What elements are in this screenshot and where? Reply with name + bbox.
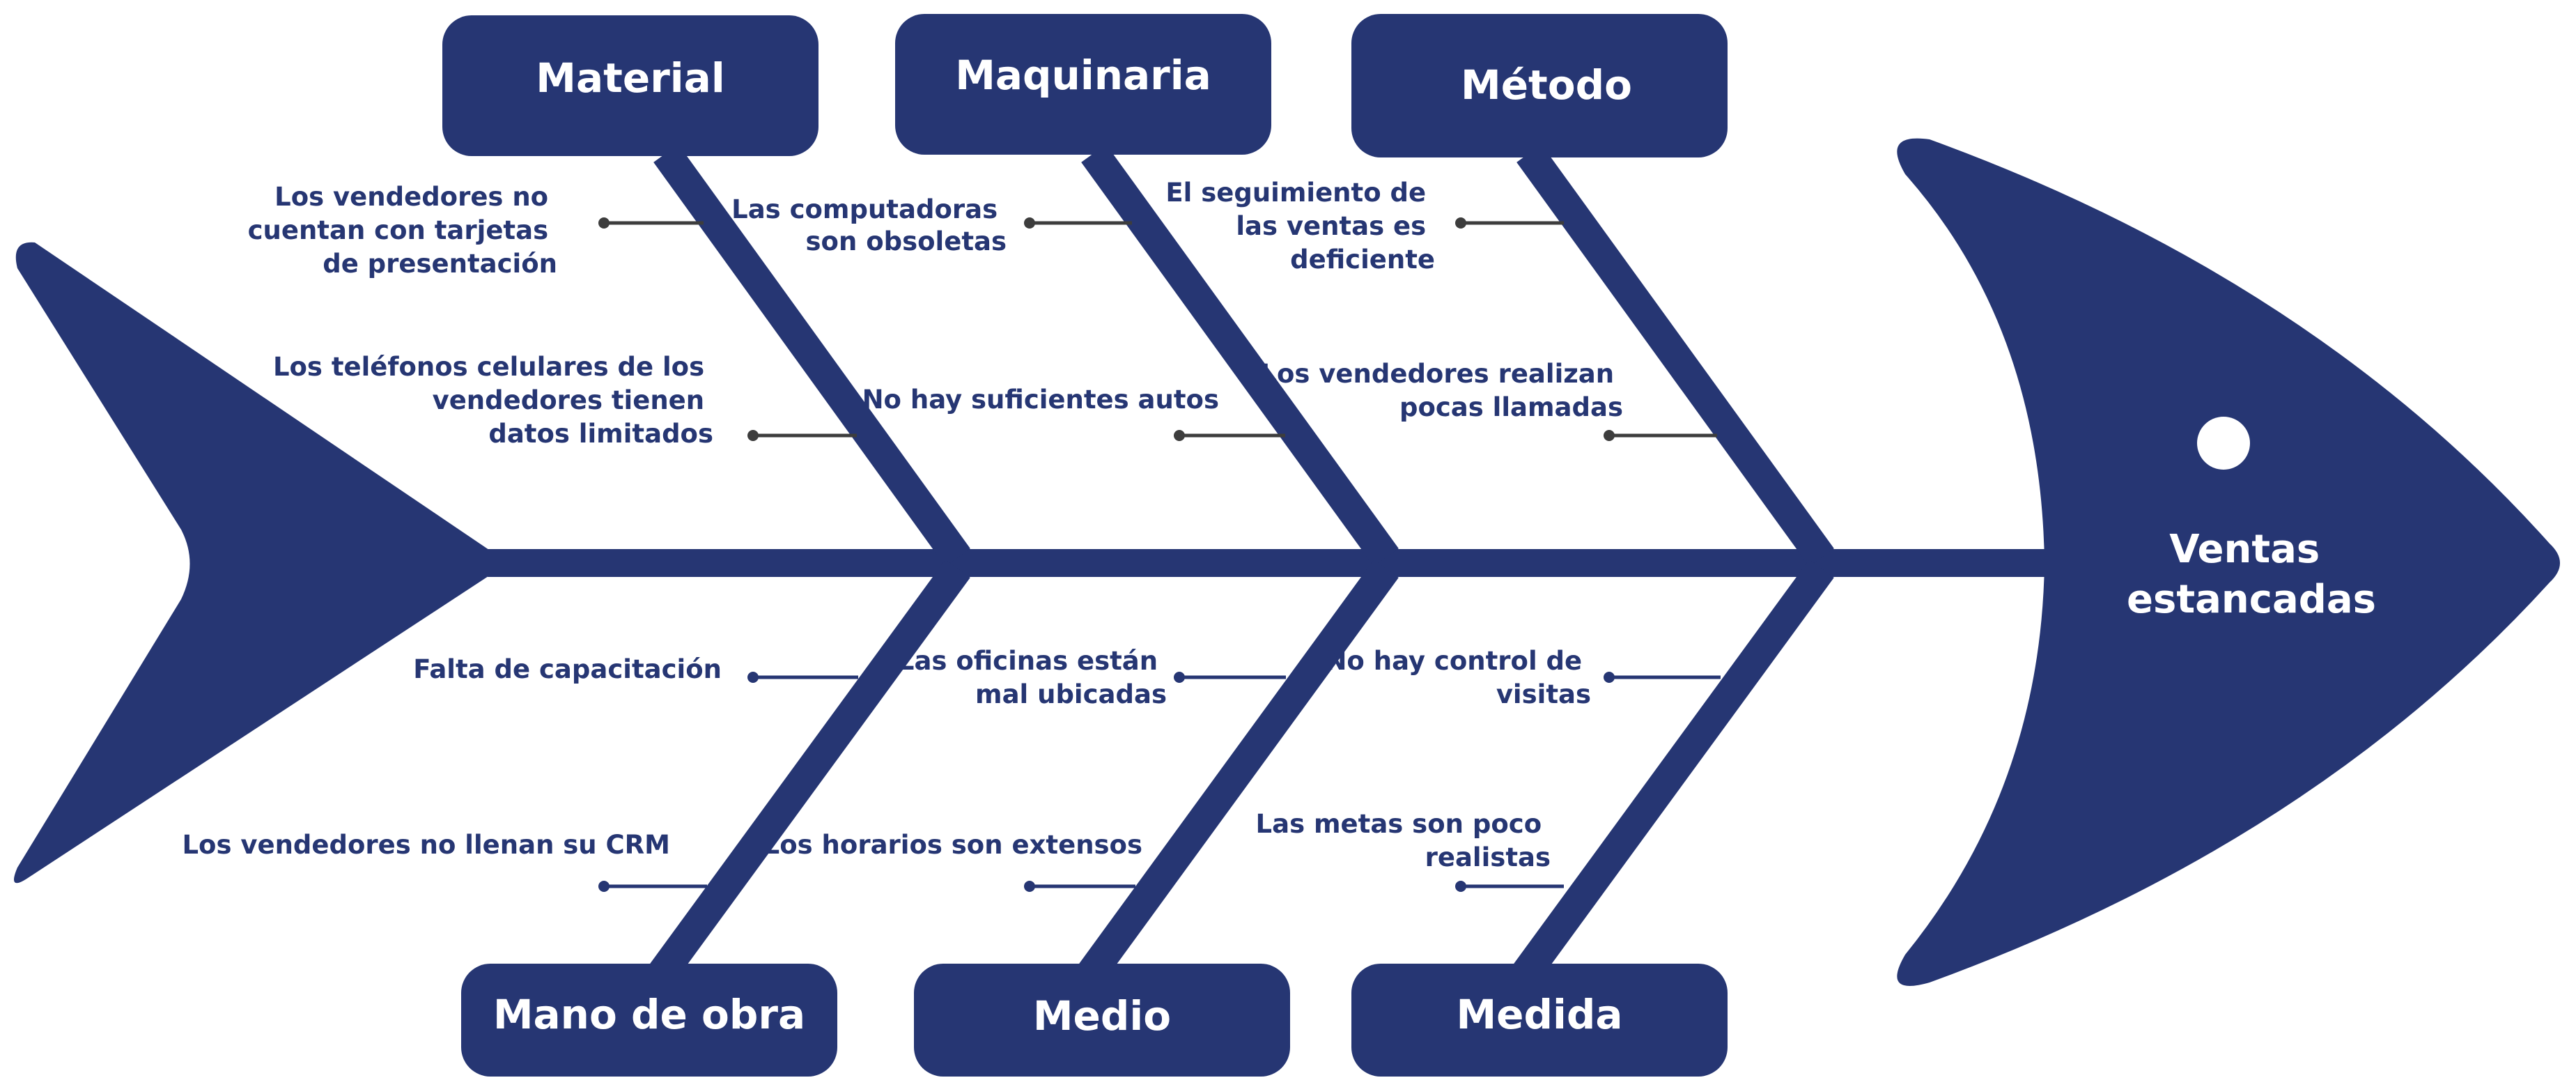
effect-line-2: estancadas (2127, 577, 2376, 622)
cause-medida-2: Las metas son poco realistas (1256, 809, 1551, 872)
bone-material (653, 144, 970, 566)
cause-labels: Los vendedores no cuentan con tarjetas d… (182, 178, 1623, 872)
cause-metodo-1: El seguimiento de las ventas es deficien… (1165, 178, 1435, 275)
cause-material-1: Los vendedores no cuentan con tarjetas d… (248, 182, 557, 279)
cause-mano-1: Falta de capacitación (413, 654, 722, 684)
bone-maquinaria (1081, 144, 1399, 566)
category-medida: Medida (1351, 964, 1728, 1077)
connector-dot (1455, 217, 1466, 229)
connector-dot (1174, 430, 1185, 441)
effect-title: Ventas estancadas (2127, 527, 2376, 622)
cause-connectors (598, 217, 1721, 892)
category-label: Medida (1456, 991, 1622, 1038)
category-material: Material (442, 15, 818, 156)
bone-medida (1512, 560, 1834, 985)
cause-medio-2: Los horarios son extensos (763, 830, 1142, 860)
connector-dot (1455, 881, 1466, 892)
category-box (461, 964, 837, 1077)
connector-dot (1024, 881, 1035, 892)
cause-maquinaria-2: No hay suficientes autos (862, 385, 1219, 415)
connector-dot (1604, 672, 1615, 683)
category-maquinaria: Maquinaria (895, 14, 1271, 155)
fish-head (1897, 138, 2560, 987)
cause-medida-1: No hay control de visitas (1325, 646, 1591, 709)
category-mano-de-obra: Mano de obra (461, 964, 837, 1077)
bone-medio (1077, 560, 1399, 985)
category-box (1351, 964, 1728, 1077)
connector-dot (1174, 672, 1185, 683)
connector-dot (1604, 430, 1615, 441)
cause-metodo-2: Los vendedores realizan pocas llamadas (1260, 359, 1623, 422)
category-label: Material (536, 54, 724, 102)
category-medio: Medio (914, 964, 1290, 1077)
connector-dot (747, 672, 759, 683)
category-label: Método (1461, 61, 1632, 109)
connector-dot (747, 430, 759, 441)
category-label: Medio (1033, 992, 1171, 1040)
effect-line-1: Ventas (2169, 527, 2320, 572)
cause-mano-2: Los vendedores no llenan su CRM (182, 830, 670, 860)
connector-dot (598, 217, 610, 229)
fish-tail (14, 242, 509, 884)
category-box (895, 14, 1271, 155)
category-box (914, 964, 1290, 1077)
cause-medio-1: Las oficinas están mal ubicadas (898, 646, 1167, 709)
connector-dot (598, 881, 610, 892)
cause-maquinaria-1: Las computadoras son obsoletas (731, 194, 1007, 256)
category-box (442, 15, 818, 156)
fish-eye (2197, 417, 2250, 470)
category-label: Mano de obra (493, 991, 805, 1038)
category-metodo: Método (1351, 14, 1728, 157)
fish-spine (488, 549, 2062, 577)
cause-material-2: Los teléfonos celulares de los vendedore… (273, 352, 713, 449)
category-label: Maquinaria (955, 52, 1211, 99)
connector-dot (1024, 217, 1035, 229)
category-box (1351, 14, 1728, 157)
bone-metodo (1516, 144, 1834, 566)
bone-mano-de-obra (648, 560, 970, 985)
